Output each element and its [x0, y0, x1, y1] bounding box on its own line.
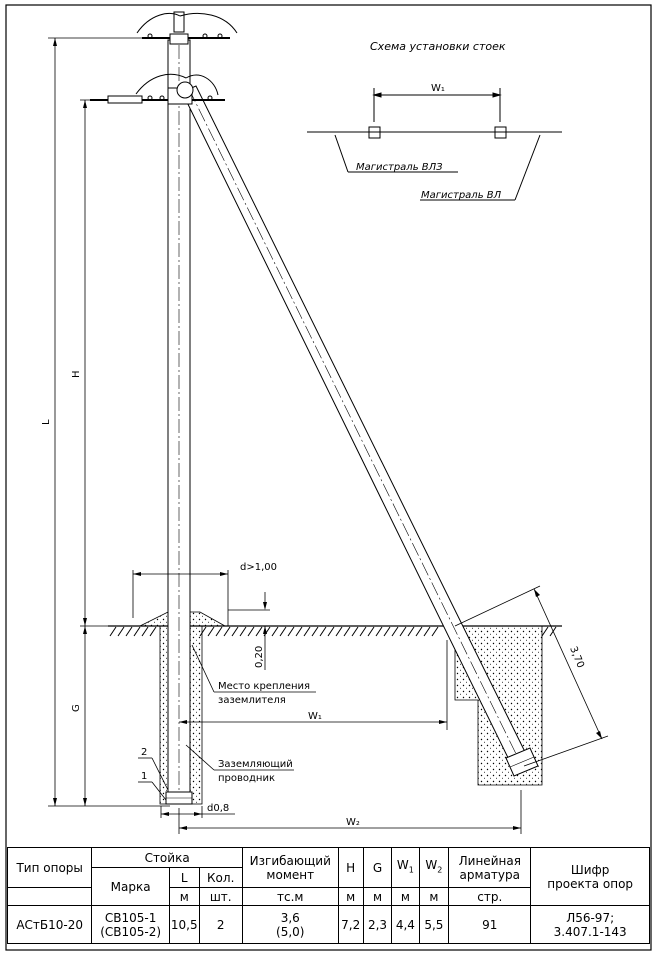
th-L: L: [168, 867, 200, 888]
dim-label-depth: 0,20: [254, 646, 265, 668]
dim-label-H: H: [71, 370, 82, 378]
dimension-d-arrows: [133, 572, 267, 634]
cell-G: 2,3: [362, 905, 393, 944]
th-qty: Кол.: [198, 867, 243, 888]
trunk-vl-label: Магистраль ВЛ: [421, 190, 502, 201]
item-1-label: 1: [141, 771, 147, 782]
unit-G: м: [362, 887, 393, 906]
sheet-border: [5, 4, 652, 951]
dim-label-d08: d0,8: [207, 803, 229, 814]
dim-label-d-min: d>1,00: [240, 562, 277, 573]
scheme-diagram: [307, 88, 562, 201]
dimension-w2-arrows: [179, 826, 521, 830]
second-crossarm: [90, 73, 225, 105]
table-row: АСтБ10-20 СВ105-1(СВ105-2) 10,5 2 3,6(5,…: [6, 905, 650, 944]
trunk-vlz-label: Магистраль ВЛЗ: [356, 162, 443, 173]
item-2-label: 2: [141, 747, 147, 758]
cell-H: 7,2: [337, 905, 364, 944]
th-G: G: [362, 847, 393, 888]
dimension-d08-arrows: [161, 812, 202, 816]
item-leaders: [138, 757, 169, 801]
dimension-w1-bottom: [179, 640, 448, 730]
cell-W2: 5,5: [418, 905, 450, 944]
dim-label-L: L: [41, 419, 52, 425]
scheme-title: Схема установки стоек: [370, 40, 506, 53]
unit-H: м: [337, 887, 364, 906]
ground-place-leader: [191, 644, 316, 693]
main-pole: [165, 39, 193, 805]
cell-moment: 3,6(5,0): [241, 905, 339, 944]
ground-place-label-2: заземлителя: [218, 695, 286, 706]
cell-W1: 4,4: [391, 905, 420, 944]
scheme-w1-label: W₁: [431, 83, 445, 94]
ground-hatching: [109, 626, 557, 637]
unit-qty: шт.: [198, 887, 243, 906]
table-header-row-2: Марка L Кол.: [8, 867, 650, 906]
th-type: Тип опоры: [6, 847, 93, 888]
conductor-leader: [185, 744, 294, 771]
unit-W2: м: [418, 887, 450, 906]
unit-fittings: стр.: [448, 887, 532, 906]
th-stand: Стойка: [91, 847, 243, 868]
conductor-label-2: проводник: [218, 773, 275, 784]
cell-mark: СВ105-1(СВ105-2): [91, 905, 170, 944]
th-W2: W2: [418, 847, 450, 888]
cell-code: Л56-97;3.407.1-143: [530, 905, 650, 944]
dim-label-w1-bottom: W₁: [308, 711, 322, 722]
top-crossarm: [136, 11, 238, 45]
unit-W1: м: [391, 887, 420, 906]
cell-type: АСтБ10-20: [6, 905, 93, 944]
conductor-label-1: Заземляющий: [218, 759, 293, 770]
cell-fittings: 91: [448, 905, 532, 944]
table-units-row: м шт. тс.м м м м м стр.: [6, 887, 650, 906]
unit-moment: тс.м: [241, 887, 339, 906]
dimension-d-min: [132, 570, 270, 670]
unit-L: м: [168, 887, 200, 906]
dimension-brace: [454, 585, 609, 767]
cell-L: 10,5: [168, 905, 200, 944]
th-W1: W1: [391, 847, 420, 888]
th-type-blank: [6, 887, 93, 906]
dim-label-G: G: [71, 704, 82, 712]
th-H: H: [337, 847, 364, 888]
dimension-arrows-left: [53, 38, 87, 806]
dimension-brace-arrows: [534, 589, 602, 739]
dimension-w1-arrows: [179, 720, 447, 724]
dim-label-brace: 3,70: [567, 645, 586, 670]
ground-place-label-1: Место крепления: [218, 681, 310, 692]
cell-qty: 2: [198, 905, 243, 944]
dim-label-w2: W₂: [346, 817, 360, 828]
th-mark: Марка: [91, 867, 170, 906]
dimension-w2: [178, 790, 522, 834]
